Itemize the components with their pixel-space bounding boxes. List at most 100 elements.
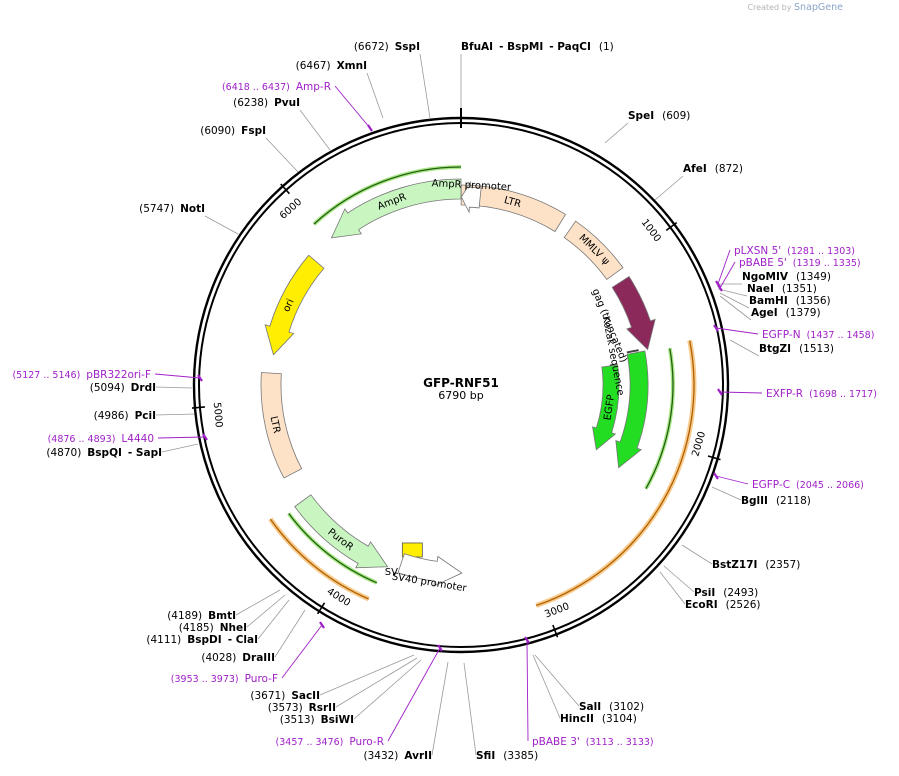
feature-egfp: [615, 350, 649, 469]
primer-mark: [715, 280, 721, 288]
site-leader: [353, 659, 422, 720]
site-leader: [155, 413, 197, 416]
site-leader: [335, 657, 418, 708]
kozak-mark: [626, 349, 639, 354]
site-position: (3385): [503, 750, 538, 762]
orange-arcs: [268, 340, 697, 608]
primer-leader: [715, 327, 759, 335]
site-name: DraIII: [242, 652, 275, 664]
site-label: BamHI(1356): [749, 295, 831, 307]
site-position: (3573): [268, 702, 303, 714]
site-position: (1349): [796, 271, 831, 283]
site-leader: [717, 288, 748, 297]
site-position: (609): [662, 110, 690, 122]
primer-name: pBABE 3': [532, 736, 580, 748]
site-name: PvuI: [274, 97, 300, 109]
snapgene-watermark: Created by SnapGene: [747, 2, 843, 13]
site-position: (3432): [363, 750, 398, 762]
site-position: (2118): [776, 495, 811, 507]
site-name: BamHI: [749, 295, 788, 307]
site-position: (4870): [46, 447, 81, 459]
feature-promoter: [397, 553, 463, 587]
feature-ampr: [294, 494, 389, 569]
site-label: SpeI (609): [628, 110, 690, 122]
site-position: (4185): [179, 622, 214, 634]
site-label: (4870) BspQI - SapI: [46, 447, 162, 459]
primer-mark: [197, 374, 203, 382]
primer-range: (1698 .. 1717): [809, 389, 877, 400]
primer-leader: [715, 475, 749, 485]
site-position: (3102): [609, 701, 644, 713]
site-position: (4111): [146, 634, 181, 646]
tick-mark: [316, 602, 326, 615]
site-name: NgoMIV: [742, 271, 789, 283]
primer-range: (4876 .. 4893): [48, 434, 116, 445]
primer-range: (1281 .. 1303): [787, 246, 855, 257]
primer-range: (3113 .. 3133): [586, 737, 654, 748]
primer-label: (3953 .. 3973)Puro-F: [171, 673, 278, 685]
site-leader: [463, 662, 477, 756]
site-name: AgeI: [751, 307, 778, 319]
site-leader: [729, 339, 760, 357]
primer-label: pBABE 3' (3113 .. 3133): [532, 736, 654, 748]
site-leader: [604, 122, 629, 144]
primer-label: pLXSN 5'(1281 .. 1303): [734, 245, 855, 257]
tick-mark: [707, 455, 721, 461]
plasmid-backbone: [192, 108, 730, 654]
site-position: (2493): [723, 587, 758, 599]
site-label: (6238)PvuI: [233, 97, 300, 109]
site-position: (3513): [280, 714, 315, 726]
site-label: (6672) SspI: [354, 41, 420, 53]
primer-mark: [202, 433, 208, 441]
site-name: BsiWI: [321, 714, 354, 726]
site-name: FspI: [241, 125, 266, 137]
site-leader: [419, 53, 431, 119]
site-name-extra: - SapI: [128, 447, 162, 459]
feature-label: AmpR promoter: [431, 178, 512, 193]
site-position: (1): [599, 41, 614, 53]
site-leader: [319, 654, 415, 696]
tick-mark: [552, 624, 559, 638]
primer-mark: [713, 472, 719, 480]
site-label: HincII(3104): [560, 713, 637, 725]
site-label: (5747)NotI: [139, 203, 205, 215]
site-label: (3432) AvrII: [363, 750, 432, 762]
primer-label: (4876 .. 4893)L4440: [48, 433, 154, 445]
site-leader: [431, 661, 449, 756]
site-leader: [274, 609, 306, 658]
green-line: [313, 166, 462, 225]
site-leader-lines: [155, 53, 760, 756]
site-leader: [235, 589, 281, 616]
site-name: BtgZI: [759, 343, 791, 355]
site-label: (6090) FspI: [200, 125, 266, 137]
site-name: BspQI: [87, 447, 122, 459]
site-position: (6090): [200, 125, 235, 137]
site-label: (3671)SacII: [250, 690, 320, 702]
site-name: SpeI: [628, 110, 654, 122]
primer-label: EGFP-C(2045 .. 2066): [752, 479, 864, 491]
site-name: NotI: [180, 203, 205, 215]
site-position: (6672): [354, 41, 389, 53]
site-label: (5094)DrdI: [90, 382, 156, 394]
site-name: AvrII: [404, 750, 432, 762]
site-leader: [155, 386, 193, 389]
tick-mark: [191, 406, 206, 409]
site-leader: [246, 594, 286, 628]
site-label: EcoRI(2526): [685, 599, 761, 611]
site-label: NaeI(1351): [747, 283, 817, 295]
site-name-extra: - ClaI: [228, 634, 258, 646]
site-leader: [719, 292, 750, 309]
tick-label: 2000: [690, 430, 708, 458]
site-label: AgeI(1379): [751, 307, 821, 319]
site-name: PciI: [135, 410, 156, 422]
primer-mark: [713, 324, 719, 332]
site-label: AfeI(872): [683, 163, 743, 175]
green-line-glow: [644, 348, 675, 490]
site-name: SspI: [395, 41, 420, 53]
primer-name: EGFP-N: [762, 329, 801, 341]
site-leader: [265, 137, 299, 173]
site-label: (4185)NheI: [179, 622, 247, 634]
site-label: NgoMIV (1349): [742, 271, 831, 283]
site-name: BglII: [741, 495, 768, 507]
